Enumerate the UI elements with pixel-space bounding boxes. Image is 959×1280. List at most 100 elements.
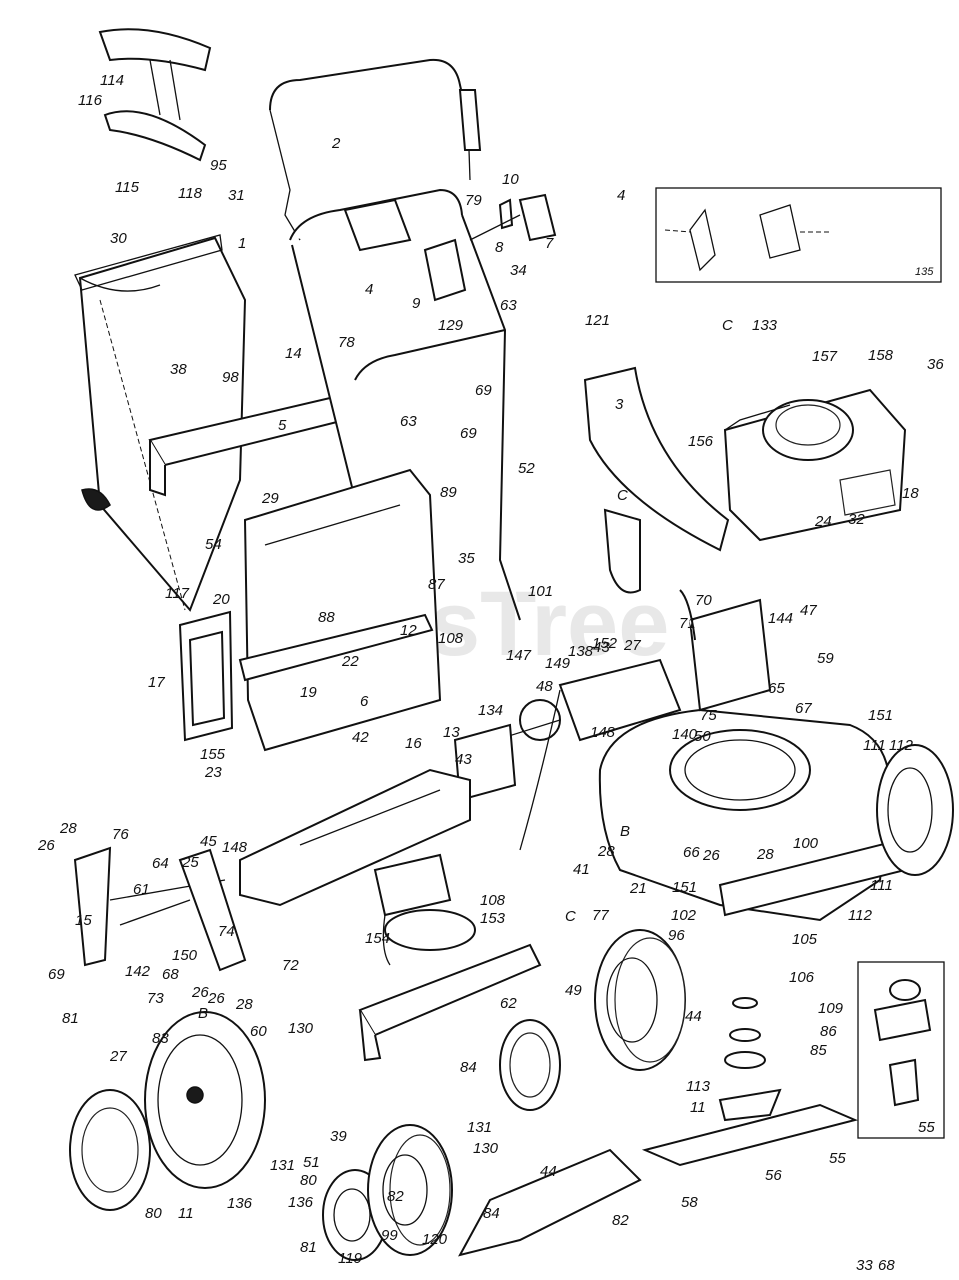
part-number-label: 69 bbox=[460, 425, 477, 442]
part-number-label: 74 bbox=[218, 923, 235, 940]
part-number-label: 7 bbox=[545, 235, 554, 252]
part-number-label: 63 bbox=[400, 413, 417, 430]
part-number-label: 147 bbox=[506, 647, 532, 664]
part-number-label: 68 bbox=[162, 966, 179, 983]
part-number-label: 131 bbox=[467, 1119, 492, 1136]
part-number-label: C bbox=[565, 908, 576, 925]
part-number-label: 80 bbox=[300, 1172, 317, 1189]
part-number-label: 67 bbox=[795, 700, 812, 717]
part-number-label: 95 bbox=[210, 157, 227, 174]
part-number-label: 58 bbox=[681, 1194, 698, 1211]
part-number-label: 76 bbox=[112, 826, 129, 843]
part-number-label: 87 bbox=[428, 576, 445, 593]
part-number-label: C bbox=[617, 487, 628, 504]
part-number-label: 77 bbox=[592, 907, 609, 924]
part-number-label: 101 bbox=[528, 583, 553, 600]
part-number-label: 136 bbox=[227, 1195, 253, 1212]
part-number-label: 50 bbox=[694, 728, 711, 745]
part-number-label: 157 bbox=[812, 348, 838, 365]
drive-bracket bbox=[679, 589, 772, 712]
discharge-chute bbox=[583, 366, 730, 594]
part-number-label: 131 bbox=[270, 1157, 295, 1174]
part-number-label: 20 bbox=[212, 591, 230, 608]
part-number-label: 130 bbox=[473, 1140, 499, 1157]
part-number-label: 19 bbox=[300, 684, 317, 701]
part-number-label: 151 bbox=[672, 879, 697, 896]
part-number-label: 26 bbox=[37, 837, 55, 854]
mower-deck bbox=[598, 708, 907, 922]
part-number-label: 22 bbox=[341, 653, 359, 670]
part-number-label: 52 bbox=[518, 460, 535, 477]
front-axle-plate bbox=[358, 943, 542, 1062]
part-number-label: 118 bbox=[178, 185, 203, 202]
part-number-label: 18 bbox=[902, 485, 919, 502]
part-number-label: 28 bbox=[59, 820, 77, 837]
part-number-label: 26 bbox=[207, 990, 225, 1007]
drive-cable bbox=[519, 689, 561, 851]
part-number-label: 81 bbox=[300, 1239, 317, 1256]
part-number-label: 11 bbox=[178, 1205, 194, 1222]
part-number-label: 11 bbox=[690, 1099, 706, 1116]
part-number-label: 2 bbox=[331, 135, 341, 152]
part-number-label: 111 bbox=[863, 737, 886, 754]
front-left-wheel bbox=[367, 1124, 453, 1256]
part-number-label: 148 bbox=[590, 724, 616, 741]
part-number-label: 65 bbox=[768, 680, 785, 697]
part-number-label: 102 bbox=[671, 907, 697, 924]
part-number-label: 109 bbox=[818, 1000, 844, 1017]
inset-box-135: 135 bbox=[655, 187, 942, 283]
part-number-label: 66 bbox=[683, 844, 700, 861]
part-number-label: 129 bbox=[438, 317, 464, 334]
rear-flap bbox=[178, 610, 234, 742]
part-number-label: 6 bbox=[360, 693, 369, 710]
part-number-label: 108 bbox=[480, 892, 506, 909]
part-number-label: 144 bbox=[768, 610, 793, 627]
part-number-label: 61 bbox=[133, 881, 150, 898]
part-number-label: 82 bbox=[612, 1212, 629, 1229]
part-number-label: 43 bbox=[593, 639, 610, 656]
grass-bag bbox=[74, 234, 247, 612]
part-number-label: 27 bbox=[109, 1048, 127, 1065]
part-number-label: 39 bbox=[330, 1128, 347, 1145]
inset-label-55: 55 bbox=[918, 1119, 935, 1136]
part-number-label: 28 bbox=[597, 843, 615, 860]
part-number-label: 29 bbox=[261, 490, 279, 507]
front-housing bbox=[239, 768, 471, 907]
part-number-label: 44 bbox=[685, 1008, 702, 1025]
part-number-label: 106 bbox=[789, 969, 815, 986]
part-number-label: 98 bbox=[222, 369, 239, 386]
part-number-label: 24 bbox=[814, 513, 832, 530]
part-number-label: 142 bbox=[125, 963, 151, 980]
part-number-label: 115 bbox=[115, 179, 140, 196]
part-number-label: 96 bbox=[668, 927, 685, 944]
part-number-label: 89 bbox=[440, 484, 457, 501]
part-number-label: 133 bbox=[752, 317, 778, 334]
part-number-label: 56 bbox=[765, 1167, 782, 1184]
part-number-label: 73 bbox=[147, 990, 164, 1007]
part-number-label: B bbox=[198, 1005, 208, 1022]
part-number-label: 150 bbox=[172, 947, 198, 964]
part-number-label: 48 bbox=[536, 678, 553, 695]
part-number-label: 44 bbox=[540, 1163, 557, 1180]
control-bracket bbox=[469, 193, 557, 242]
part-number-label: 54 bbox=[205, 536, 222, 553]
part-number-label: 111 bbox=[870, 877, 893, 894]
rear-door-frame bbox=[238, 468, 442, 752]
part-number-label: 17 bbox=[148, 674, 165, 691]
right-rear-wheel bbox=[876, 744, 954, 876]
part-number-label: 148 bbox=[222, 839, 248, 856]
part-number-label: 4 bbox=[617, 187, 625, 204]
part-number-label: 105 bbox=[792, 931, 818, 948]
part-number-label: 4 bbox=[365, 281, 373, 298]
part-number-label: 108 bbox=[438, 630, 464, 647]
part-number-label: 33 bbox=[856, 1257, 873, 1274]
part-number-label: 154 bbox=[365, 930, 390, 947]
part-number-label: 41 bbox=[573, 861, 590, 878]
part-number-label: 64 bbox=[152, 855, 169, 872]
part-number-label: 47 bbox=[800, 602, 817, 619]
inset-box-55: 55 bbox=[857, 961, 945, 1139]
part-number-label: 28 bbox=[756, 846, 774, 863]
part-number-label: 75 bbox=[700, 707, 717, 724]
part-number-label: 10 bbox=[502, 171, 519, 188]
